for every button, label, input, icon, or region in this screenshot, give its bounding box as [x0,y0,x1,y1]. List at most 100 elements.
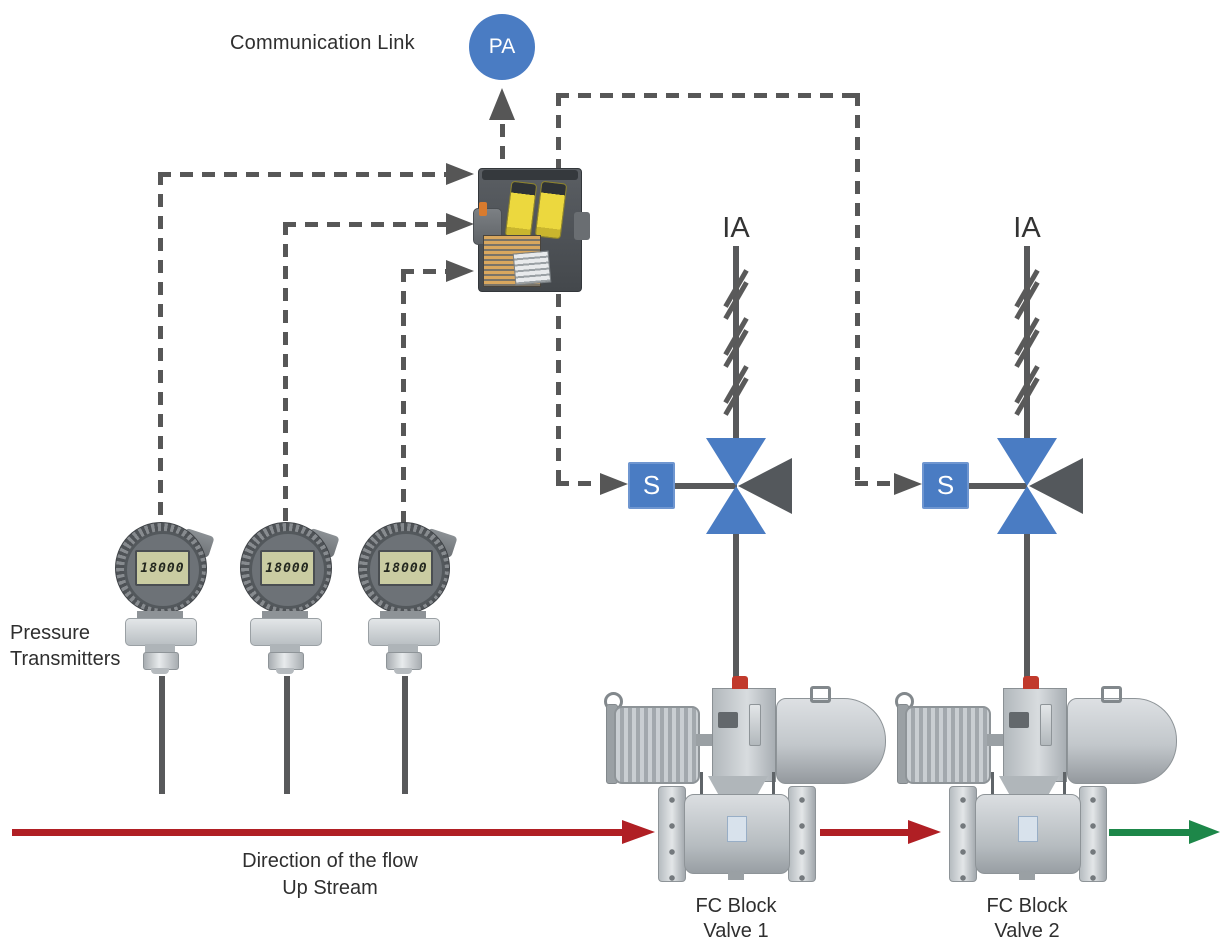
fc-block-valve2-line1: FC Block [986,895,1068,917]
arrow-up-to-pa-icon [489,88,515,120]
actuator-junction-box [1009,712,1029,728]
dashed-line-transmitter3-horizontal [401,269,446,274]
pressure-transmitters-label-line1: Pressure [10,622,91,644]
dashed-line-transmitter1-vertical [158,172,163,524]
transmitter1-stem-line [159,676,165,794]
flow-line-upstream [12,829,622,836]
transmitter-tip [394,668,412,674]
actuator-rod [696,734,716,746]
dashed-line-transmitter3-vertical [401,269,406,524]
actuator-filter [749,704,761,746]
pressure-transmitters-label-line2: Transmitters [10,648,121,671]
actuator-bracket [712,688,776,782]
pa-node: PA [469,14,535,80]
pressure-transmitter-2: 18000 [237,522,340,674]
ia-label-valve1: IA [722,212,750,244]
actuator-cylinder [776,698,886,784]
transmitter-neck [380,611,426,619]
actuator-cylinder [1067,698,1177,784]
solenoid-valve1-label: S [642,470,661,500]
actuator-junction-box [718,712,738,728]
arrow-right-transmitter3-icon [446,260,474,282]
communication-link-label: Communication Link [230,32,415,54]
valve-position-indicator [1023,676,1039,689]
flow-arrowhead-downstream-icon [1189,820,1220,844]
fc-block-valve1-line2: Valve 1 [703,920,769,942]
actuator-spring-can [614,706,700,784]
dashed-line-top-horizontal [556,93,860,98]
flow-direction-label: Direction of the flow Up Stream [160,848,500,902]
flow-direction-line2: Up Stream [282,877,378,899]
fc-block-valve2-assembly [877,676,1177,882]
transmitter-neck [262,611,308,619]
pressure-transmitter-3: 18000 [355,522,458,674]
transmitter-fitting [145,644,175,653]
flow-arrowhead-between-valves-icon [908,820,941,844]
flow-line-between-valves [820,829,908,836]
transmitter-base [250,618,322,646]
valve-nameplate [1018,816,1038,842]
transmitter-display: 18000 [260,550,315,586]
transmitter2-stem-line [284,676,290,794]
pressure-transmitter-1: 18000 [112,522,215,674]
actuator-bracket [1003,688,1067,782]
transmitter-base [368,618,440,646]
valve-flange-right [788,786,816,882]
transmitter-fitting [270,644,300,653]
valve-flange-right [1079,786,1107,882]
dashed-line-transmitter2-horizontal [283,222,446,227]
pa-node-label: PA [488,35,516,58]
fc-block-valve1-assembly [586,676,886,882]
io-controller-device [473,168,590,292]
solenoid-valve1: S [628,462,675,509]
actuator-rod [987,734,1007,746]
controller-side-tab [574,212,590,240]
transmitter-tip [151,668,169,674]
ia-label-valve2: IA [1013,212,1041,244]
transmitter-fitting [388,644,418,653]
fc-block-valve1-label: FC Block Valve 1 [636,894,836,944]
transmitter-display: 18000 [378,550,433,586]
dashed-line-to-solenoid1-vertical [556,294,561,486]
transmitter3-stem-line [402,676,408,794]
actuator-lift-lug [1101,686,1122,703]
arrow-right-transmitter1-icon [446,163,474,185]
transmitter-tip [276,668,294,674]
transmitter-neck [137,611,183,619]
actuator-filter [1040,704,1052,746]
valve2-actuator-symbol [1029,458,1083,514]
valve-drain [728,872,744,880]
valve-position-indicator [732,676,748,689]
transmitter-base [125,618,197,646]
dashed-line-controller-to-pa [500,124,505,170]
valve1-actuator-symbol [738,458,792,514]
dashed-line-to-solenoid1-horizontal [556,481,602,486]
arrow-right-solenoid1-icon [600,473,628,495]
dashed-line-to-solenoid2-vertical [855,93,860,487]
actuator-lift-lug [810,686,831,703]
valve-flange-left [658,786,686,882]
valve2-stem-line [1024,534,1030,680]
pressure-transmitters-label: Pressure Transmitters [10,620,120,673]
valve-flange-left [949,786,977,882]
dashed-line-to-solenoid2-horizontal [855,481,898,486]
flow-direction-line1: Direction of the flow [242,850,418,872]
controller-orange-clip [479,202,487,216]
valve-nameplate [727,816,747,842]
dashed-line-transmitter1-horizontal [158,172,446,177]
valve1-stem-line [733,534,739,680]
solenoid-valve2: S [922,462,969,509]
fc-block-valve2-line2: Valve 2 [994,920,1060,942]
dashed-line-controller-top-stub [556,93,561,173]
flow-arrowhead-upstream-icon [622,820,655,844]
transmitter-display: 18000 [135,550,190,586]
valve-drain [1019,872,1035,880]
fc-block-valve1-line1: FC Block [695,895,777,917]
arrow-right-solenoid2-icon [894,473,922,495]
solenoid-valve2-label: S [936,470,955,500]
dashed-line-transmitter2-vertical [283,222,288,524]
actuator-spring-can [905,706,991,784]
fc-block-valve2-label: FC Block Valve 2 [927,894,1127,944]
flow-line-downstream [1109,829,1189,836]
